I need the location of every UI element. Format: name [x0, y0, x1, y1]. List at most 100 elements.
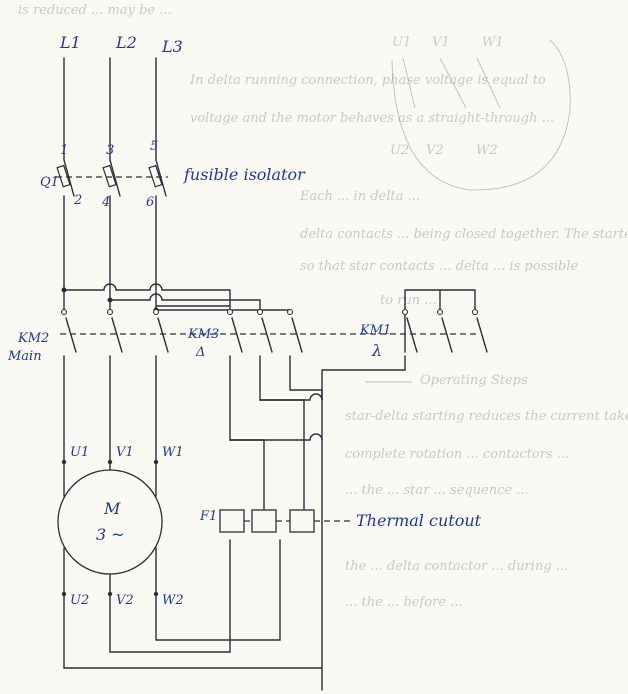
isolator-terminal-3: 3	[106, 143, 114, 158]
motor: M 3 ~ U1 V1 W1 U2 V2 W2	[57, 445, 184, 608]
sketch-label-v1: V1	[432, 35, 450, 50]
return-w2	[155, 539, 281, 641]
overload-element-3	[289, 509, 315, 533]
return-u2	[63, 593, 323, 669]
background-notes: is reduced ... may be ... In delta runni…	[18, 3, 628, 610]
note-line-4: Each ... in delta ...	[299, 189, 420, 204]
motor-symbol: M	[103, 499, 121, 518]
isolator-terminal-5: 5	[150, 139, 158, 154]
star-contact-top-3	[471, 308, 479, 316]
isolator-terminal-6: 6	[146, 195, 154, 210]
main-contact-top-l1	[60, 308, 68, 316]
isolator-blade-l2	[109, 159, 121, 197]
motor-terminal-w1: W1	[162, 445, 184, 460]
isolator-ref: Q1	[40, 175, 59, 190]
wire-delta-out-3	[289, 355, 323, 391]
isolator-blade-l3	[155, 159, 167, 197]
fuse-l3	[148, 164, 163, 188]
note-line-9: star-delta starting reduces the current …	[345, 409, 628, 424]
sketch-label-w2: W2	[476, 143, 498, 158]
winding-sketch: U1 V1 W1 U2 V2 W2	[390, 35, 571, 191]
tap-l3-to-delta	[155, 305, 291, 311]
contactor-star: KM1 λ	[350, 289, 488, 360]
note-line-2: In delta running connection, phase volta…	[189, 73, 546, 88]
sketch-label-v2: V2	[426, 143, 444, 158]
contactor-main: KM2 Main	[7, 308, 180, 364]
isolator-blade-l1	[63, 159, 75, 197]
star-contact-top-2	[436, 308, 444, 316]
overload-ref: F1	[199, 509, 217, 524]
note-line-12: the ... delta contactor ... during ...	[345, 559, 568, 574]
main-contactor-ref: KM2	[17, 331, 49, 346]
main-contact-l3	[157, 317, 169, 353]
motor-terminal-v2: V2	[116, 593, 134, 608]
contactor-delta: KM3 Δ	[180, 308, 350, 360]
star-contactor-ref: KM1	[359, 323, 391, 338]
sketch-label-u1: U1	[392, 35, 411, 50]
delta-contact-top-2	[256, 308, 264, 316]
phase-label-l3: L3	[161, 37, 183, 56]
wire-delta-out-1	[229, 355, 265, 511]
sketch-winding-v	[439, 57, 467, 109]
isolator-terminal-4: 4	[101, 195, 110, 210]
star-contact-2	[441, 317, 453, 353]
isolator-terminal-2: 2	[73, 193, 82, 208]
note-line-8: Operating Steps	[420, 373, 528, 388]
note-line-10: complete rotation ... contactors ...	[345, 447, 569, 462]
delta-contact-top-3	[286, 308, 294, 316]
thermal-overload: F1 Thermal cutout	[199, 509, 482, 533]
tap-l2-to-delta	[109, 293, 261, 311]
wire-cross-1	[229, 433, 323, 441]
star-contact-3	[476, 317, 488, 353]
note-line-11: ... the ... star ... sequence ...	[345, 483, 529, 498]
delta-contactor-label: Δ	[195, 345, 205, 360]
tap-l1-to-delta	[63, 283, 231, 311]
main-contactor-label: Main	[7, 349, 42, 364]
note-line-1: is reduced ... may be ...	[18, 3, 172, 18]
delta-contact-3	[291, 317, 303, 353]
main-contact-l1	[65, 317, 77, 353]
return-v2	[109, 539, 231, 653]
isolator-terminal-1: 1	[60, 143, 68, 158]
fusible-isolator: Q1 1 3 5 2 4 6 fusible isolator	[40, 139, 306, 210]
main-contact-top-l3	[152, 308, 160, 316]
isolator-caption: fusible isolator	[183, 165, 306, 184]
junction-l1	[61, 287, 67, 293]
phase-label-l1: L1	[59, 33, 81, 52]
sketch-winding-w	[476, 57, 501, 109]
overload-caption: Thermal cutout	[356, 511, 482, 530]
wire-star-out	[321, 355, 406, 691]
note-line-7: to run ...	[380, 293, 437, 308]
sketch-label-w1: W1	[482, 35, 504, 50]
wire-delta-out-2	[259, 355, 305, 511]
motor-terminal-u2: U2	[70, 593, 89, 608]
motor-terminal-v1: V1	[116, 445, 134, 460]
overload-element-2	[251, 509, 277, 533]
main-contact-top-l2	[106, 308, 114, 316]
note-line-3: voltage and the motor behaves as a strai…	[190, 111, 554, 126]
star-contact-top-1	[401, 308, 409, 316]
motor-body	[57, 469, 163, 575]
delta-contact-2	[261, 317, 273, 353]
sketch-outline	[391, 39, 571, 191]
delta-contact-1	[231, 317, 243, 353]
junction-l2	[107, 297, 113, 303]
star-contactor-label: λ	[371, 341, 382, 360]
delta-contactor-ref: KM3	[187, 327, 219, 342]
note-line-5: delta contacts ... being closed together…	[300, 227, 628, 242]
overload-element-1	[219, 509, 245, 533]
note-line-6: so that star contacts ... delta ... is p…	[300, 259, 579, 274]
sketch-winding-u	[402, 57, 416, 109]
delta-contact-top-1	[226, 308, 234, 316]
motor-terminal-w2: W2	[162, 593, 184, 608]
phase-label-l2: L2	[115, 33, 137, 52]
main-contact-l2	[111, 317, 123, 353]
star-contact-1	[406, 317, 418, 353]
wire-cross-2	[259, 393, 323, 401]
sketch-label-u2: U2	[390, 143, 409, 158]
motor-terminal-u1: U1	[70, 445, 89, 460]
note-line-13: ... the ... before ...	[345, 595, 463, 610]
motor-rating: 3 ~	[96, 525, 125, 544]
